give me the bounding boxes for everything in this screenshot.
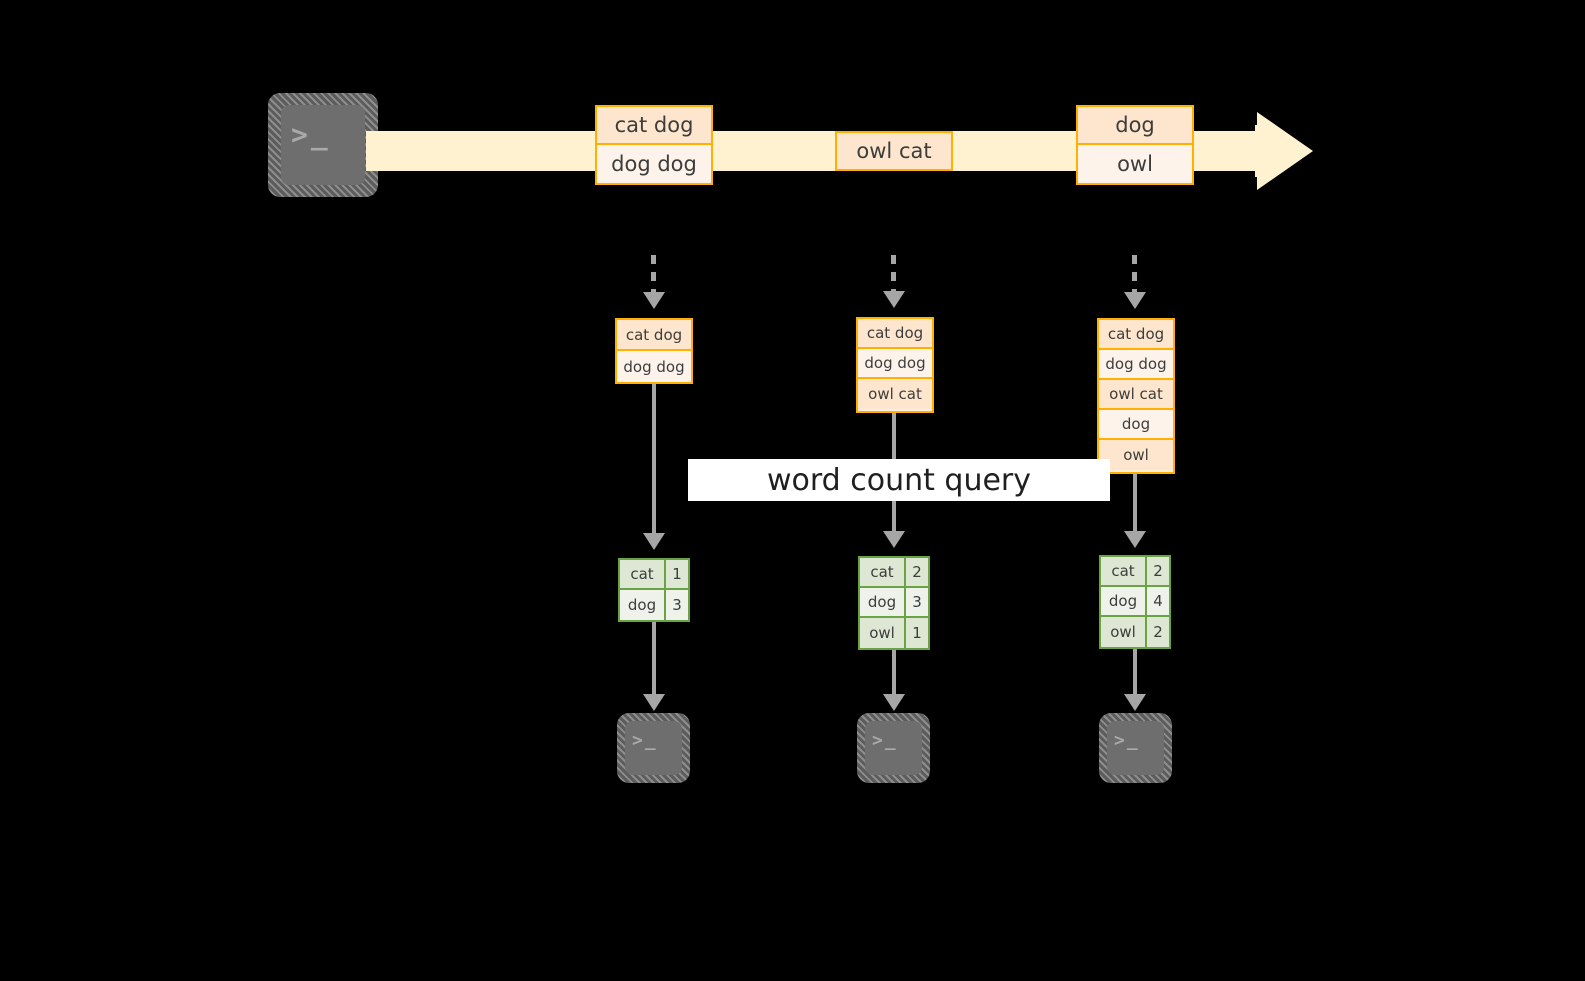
message-row: dog [1078,107,1192,145]
snapshot-3-dashed-connector [1132,255,1137,295]
result-word: cat [1101,557,1147,585]
result-count: 3 [906,588,928,616]
snapshot-1-query-connector [652,384,656,536]
stream-message-group-3[interactable]: dog owl [1076,105,1194,185]
terminal-prompt-glyph: >_ [1114,730,1140,751]
result-word: owl [860,618,906,648]
input-row: dog [1099,410,1173,440]
message-row: owl [1078,145,1192,183]
terminal-prompt-glyph: >_ [632,730,658,751]
result-row: dog 3 [860,588,928,618]
snapshot-1-dashed-arrowhead [643,292,665,309]
input-row: dog dog [858,349,932,379]
snapshot-2-consumer-terminal-icon[interactable]: >_ [865,721,922,775]
input-row: cat dog [617,320,691,351]
result-count: 4 [1147,587,1169,615]
snapshot-3-consumer-terminal-icon[interactable]: >_ [1107,721,1164,775]
snapshot-1-input-table[interactable]: cat dog dog dog [615,318,693,384]
snapshot-3-input-table[interactable]: cat dog dog dog owl cat dog owl [1097,318,1175,474]
result-row: owl 1 [860,618,928,648]
result-row: cat 2 [860,558,928,588]
result-word: dog [1101,587,1147,615]
snapshot-1-output-connector [652,622,656,696]
stream-message-group-2[interactable]: owl cat [835,131,953,171]
snapshot-3-query-connector [1133,474,1137,535]
result-word: dog [620,590,666,620]
input-row: owl [1099,440,1173,470]
snapshot-1-consumer-terminal-icon[interactable]: >_ [625,721,682,775]
stream-message-group-1[interactable]: cat dog dog dog [595,105,713,185]
input-row: cat dog [1099,320,1173,350]
message-row: owl cat [837,133,951,169]
input-row: dog dog [617,351,691,382]
snapshot-3-query-arrowhead [1124,531,1146,548]
result-count: 2 [1147,557,1169,585]
result-count: 3 [666,590,688,620]
message-row: dog dog [597,145,711,183]
terminal-prompt-glyph: >_ [872,730,898,751]
result-count: 1 [666,560,688,588]
query-label: word count query [688,459,1110,501]
result-word: cat [860,558,906,586]
result-count: 2 [1147,617,1169,647]
snapshot-2-dashed-arrowhead [883,291,905,308]
snapshot-2-query-arrowhead [883,531,905,548]
input-row: owl cat [1099,380,1173,410]
producer-terminal-icon[interactable]: >_ [281,105,365,185]
snapshot-1-query-arrowhead [643,533,665,550]
snapshot-1-result-table[interactable]: cat 1 dog 3 [618,558,690,622]
input-row: dog dog [1099,350,1173,380]
result-word: owl [1101,617,1147,647]
snapshot-3-dashed-arrowhead [1124,292,1146,309]
terminal-prompt-glyph: >_ [291,118,331,151]
snapshot-2-input-table[interactable]: cat dog dog dog owl cat [856,317,934,413]
snapshot-3-result-table[interactable]: cat 2 dog 4 owl 2 [1099,555,1171,649]
input-row: owl cat [858,379,932,409]
snapshot-1-output-arrowhead [643,694,665,711]
result-row: owl 2 [1101,617,1169,647]
result-row: dog 3 [620,590,688,620]
snapshot-2-result-table[interactable]: cat 2 dog 3 owl 1 [858,556,930,650]
result-row: cat 2 [1101,557,1169,587]
snapshot-2-output-connector [892,650,896,696]
stream-arrowhead [1255,112,1313,190]
result-count: 2 [906,558,928,586]
snapshot-3-output-arrowhead [1124,694,1146,711]
result-row: dog 4 [1101,587,1169,617]
message-row: cat dog [597,107,711,145]
snapshot-3-output-connector [1133,649,1137,696]
result-row: cat 1 [620,560,688,590]
snapshot-2-output-arrowhead [883,694,905,711]
result-count: 1 [906,618,928,648]
result-word: dog [860,588,906,616]
snapshot-2-dashed-connector [891,255,896,294]
result-word: cat [620,560,666,588]
input-row: cat dog [858,319,932,349]
snapshot-1-dashed-connector [651,255,656,295]
